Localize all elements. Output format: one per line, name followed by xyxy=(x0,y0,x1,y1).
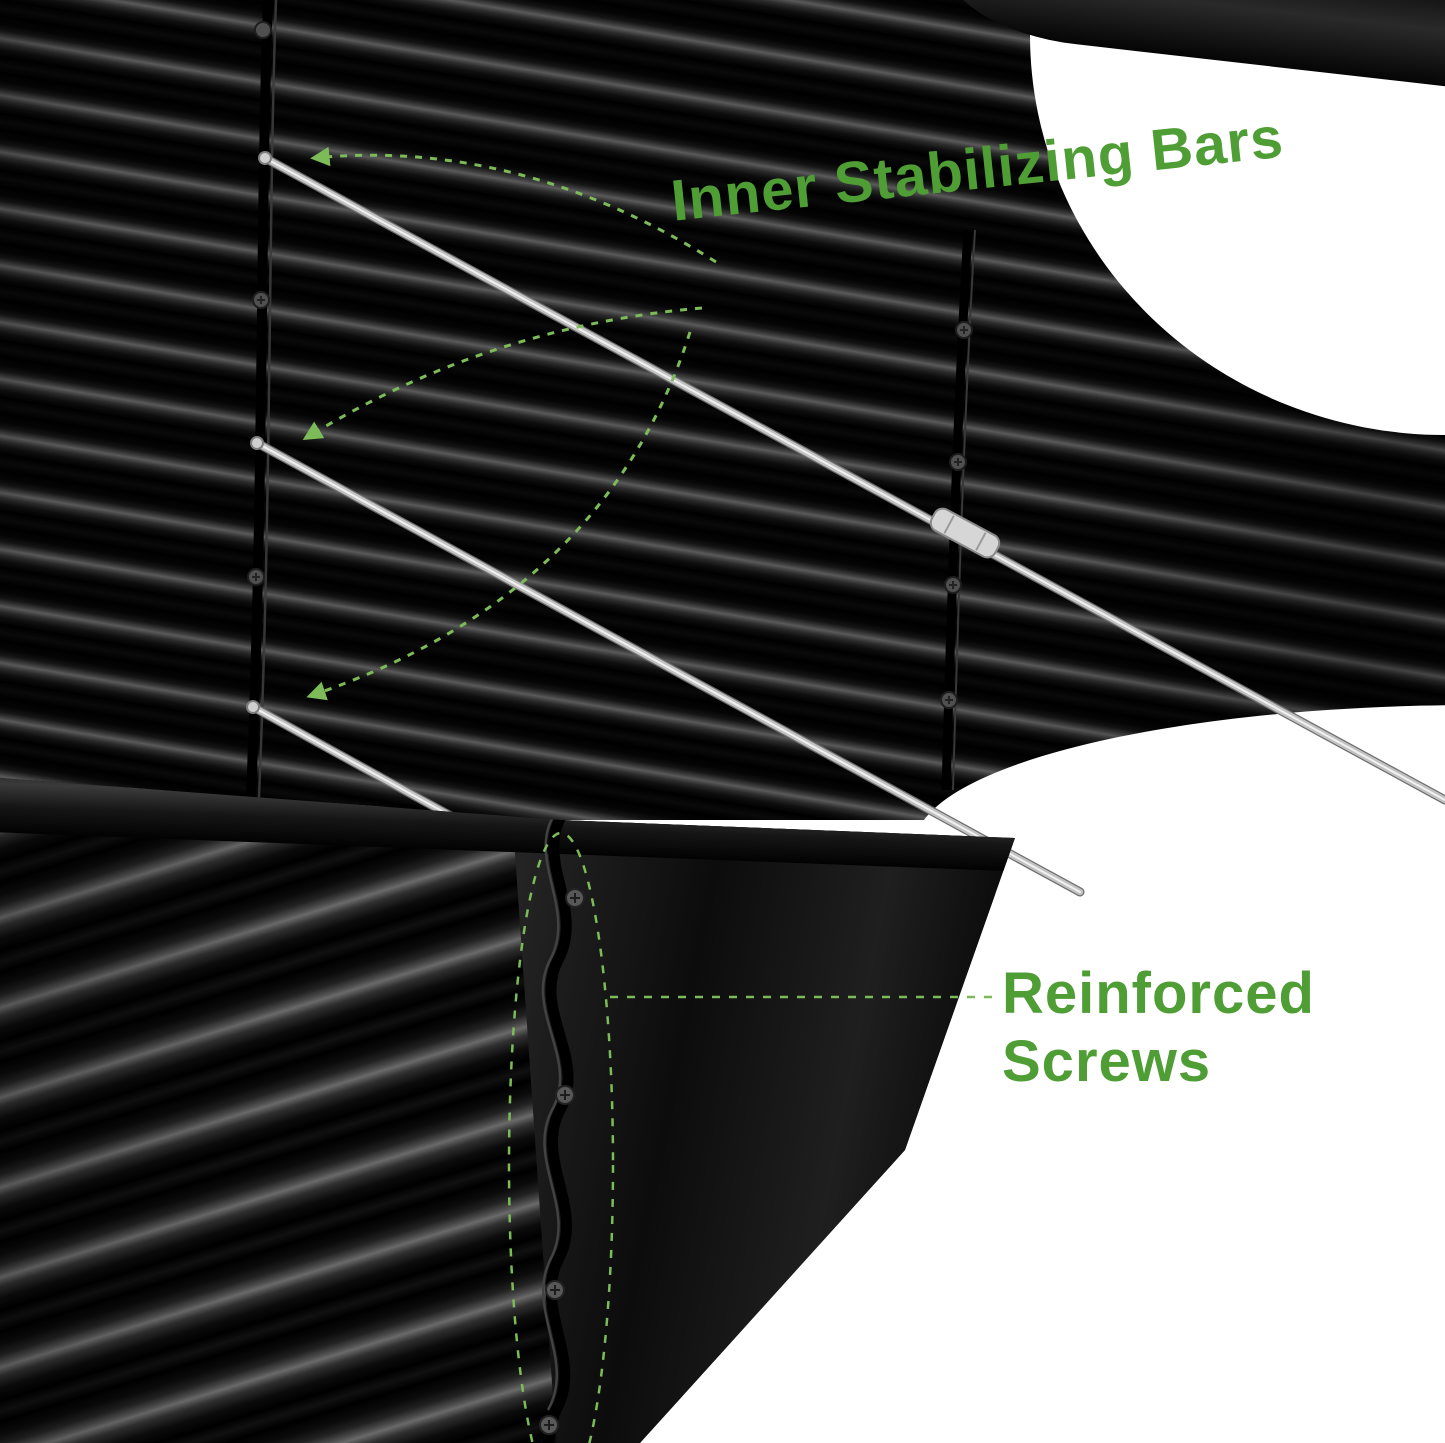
reinforced-screws-label-line2: Screws xyxy=(1002,1029,1212,1095)
bottom-photo-panel-corner xyxy=(0,778,1015,1443)
smooth-panel-right xyxy=(512,781,1015,1443)
reinforced-screws-label-line1: Reinforced xyxy=(1002,961,1315,1026)
reinforced-screws-label: Reinforced Screws xyxy=(1002,960,1315,1097)
